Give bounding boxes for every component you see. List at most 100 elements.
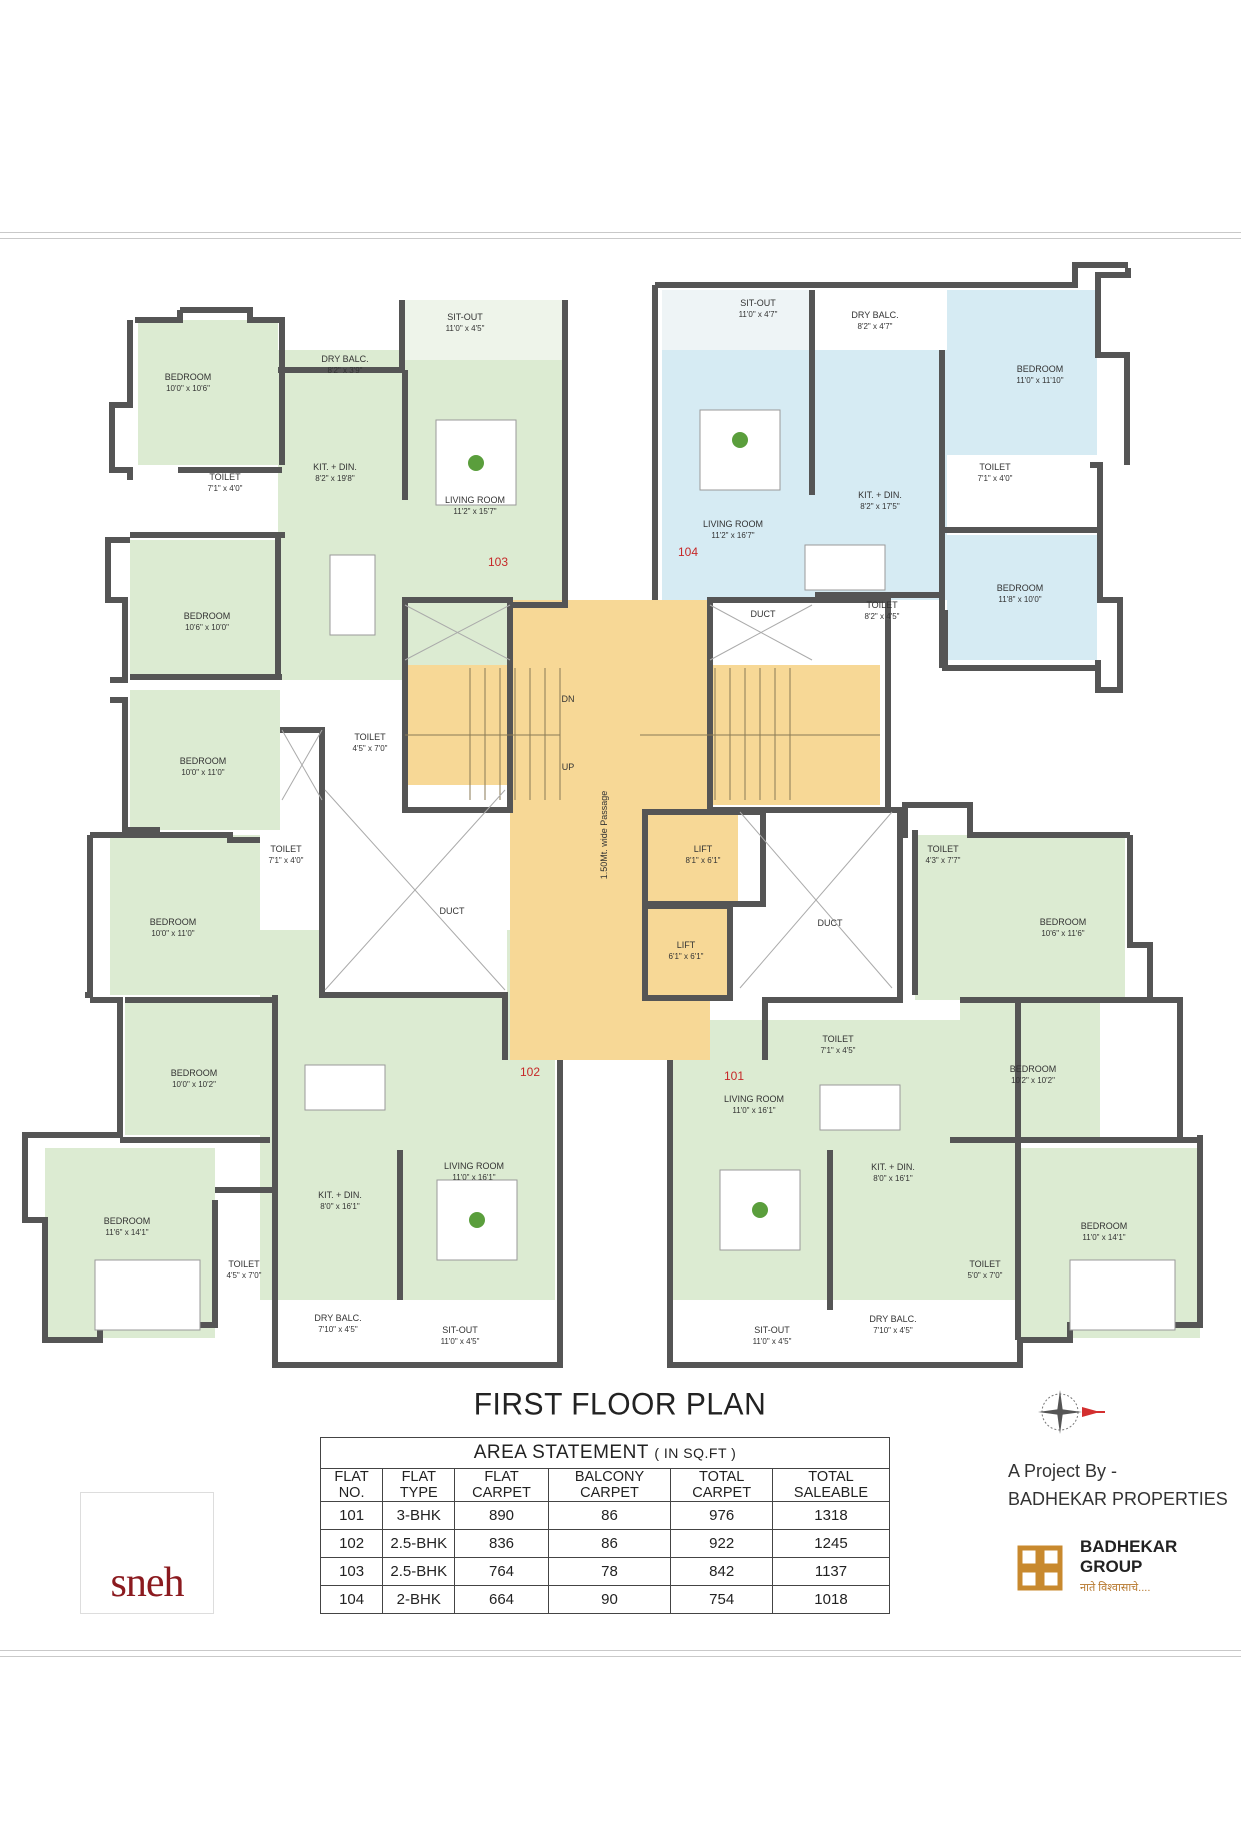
room-name-f102-sitout: SIT-OUT — [442, 1325, 478, 1335]
room-size-f103-sitout: 11'0" x 4'5" — [446, 324, 485, 333]
table-cell: 3-BHK — [382, 1501, 456, 1530]
table-cell: 103 — [319, 1557, 384, 1586]
room-size-f103-bed2: 10'6" x 10'0" — [185, 623, 229, 632]
table-cell: 1137 — [771, 1557, 891, 1586]
table-cell: 101 — [319, 1501, 384, 1530]
room-name-f102-toilet2: TOILET — [228, 1259, 260, 1269]
area-caption-text: AREA STATEMENT — [473, 1442, 649, 1463]
room-name-f104-bed2: BEDROOM — [997, 583, 1044, 593]
room-name-lift2: LIFT — [677, 940, 696, 950]
table-row: 102 2.5-BHK 836 86 922 1245 — [319, 1529, 891, 1558]
room-size-f101-kit: 8'0" x 16'1" — [873, 1174, 913, 1183]
room-name-f101-sitout: SIT-OUT — [754, 1325, 790, 1335]
room-size-f103-drybalc: 8'2" x 3'9" — [328, 366, 363, 375]
room-name-f103-sitout: SIT-OUT — [447, 312, 483, 322]
room-name-f101-toilet2: TOILET — [822, 1034, 854, 1044]
room-name-f103-drybalc: DRY BALC. — [321, 354, 368, 364]
bottom-border-line — [0, 1650, 1241, 1651]
room-size-f104-drybalc: 8'2" x 4'7" — [858, 322, 893, 331]
top-border-line-inner — [0, 238, 1241, 239]
room-size-f102-living: 11'0" x 16'1" — [452, 1173, 495, 1182]
col-header: FLAT CARPET — [454, 1468, 549, 1502]
room-size-f104-toilet1: 7'1" x 4'0" — [978, 474, 1013, 483]
badhekar-group-logo-icon — [1017, 1545, 1063, 1591]
table-cell: 1318 — [771, 1501, 891, 1530]
room-name-stair-up: UP — [562, 762, 575, 772]
room-name-f101-toilet1: TOILET — [927, 844, 959, 854]
room-size-f103-kit: 8'2" x 19'8" — [315, 474, 355, 483]
room-size-f101-bed3: 11'0" x 14'1" — [1082, 1233, 1125, 1242]
table-cell: 764 — [454, 1557, 549, 1586]
room-size-f101-toilet3: 5'0" x 7'0" — [968, 1271, 1003, 1280]
plants — [468, 432, 768, 1228]
room-name-f103-bed1: BEDROOM — [165, 372, 212, 382]
room-size-f104-bed1: 11'0" x 11'10" — [1016, 376, 1063, 385]
room-size-f101-drybalc: 7'10" x 4'5" — [873, 1326, 913, 1335]
room-name-lift1: LIFT — [694, 844, 713, 854]
room-size-f104-toilet2: 8'2" x 4'5" — [865, 612, 900, 621]
room-size-f101-living: 11'0" x 16'1" — [732, 1106, 775, 1115]
table-row: 103 2.5-BHK 764 78 842 1137 — [319, 1557, 891, 1586]
room-size-f101-bed1: 10'6" x 11'6" — [1041, 929, 1084, 938]
room-name-f103-toilet2: TOILET — [354, 732, 386, 742]
sneh-logo: sneh — [80, 1492, 214, 1614]
room-size-f104-kit: 8'2" x 17'5" — [860, 502, 900, 511]
table-cell: 2.5-BHK — [382, 1557, 456, 1586]
table-cell: 78 — [547, 1557, 672, 1586]
room-name-f103-toilet1: TOILET — [209, 472, 241, 482]
room-size-f102-bed3: 11'6" x 14'1" — [105, 1228, 148, 1237]
table-cell: 976 — [670, 1501, 773, 1530]
table-cell: 86 — [547, 1529, 672, 1558]
table-cell: 102 — [319, 1529, 384, 1558]
room-name-f101-bed1: BEDROOM — [1040, 917, 1087, 927]
room-size-f101-toilet1: 4'3" x 7'7" — [926, 856, 961, 865]
room-size-f102-drybalc: 7'10" x 4'5" — [318, 1325, 358, 1334]
table-cell: 86 — [547, 1501, 672, 1530]
group-tagline: नाते विश्वासाचे.... — [1080, 1582, 1151, 1594]
table-cell: 1245 — [771, 1529, 891, 1558]
room-name-f104-sitout: SIT-OUT — [740, 298, 776, 308]
walls — [22, 262, 1203, 1368]
col-header: TOTAL CARPET — [670, 1468, 773, 1502]
project-by-label: A Project By - — [1008, 1461, 1118, 1481]
table-cell: 664 — [454, 1585, 549, 1614]
developer-name: BADHEKAR PROPERTIES — [1008, 1489, 1228, 1509]
room-name-f101-bed3: BEDROOM — [1081, 1221, 1128, 1231]
badhekar-group-name: BADHEKAR GROUP — [1080, 1537, 1177, 1577]
col-header: TOTAL SALEABLE — [771, 1468, 891, 1502]
bottom-border-line-inner — [0, 1656, 1241, 1657]
room-size-f104-sitout: 11'0" x 4'7" — [739, 310, 778, 319]
room-name-f103-kit: KIT. + DIN. — [313, 462, 357, 472]
room-size-f102-bed2: 10'0" x 10'2" — [172, 1080, 216, 1089]
furniture — [94, 409, 1176, 1331]
room-labels: SIT-OUT 11'0" x 4'5" DRY BALC. 8'2" x 3'9" B… — [104, 298, 1128, 1346]
room-name-f103-bed2: BEDROOM — [184, 611, 231, 621]
area-caption-unit: ( IN SQ.FT ) — [654, 1445, 737, 1461]
room-name-f104-drybalc: DRY BALC. — [851, 310, 898, 320]
room-size-lift2: 6'1" x 6'1" — [669, 952, 704, 961]
col-header: FLAT NO. — [319, 1468, 384, 1502]
table-cell: 754 — [670, 1585, 773, 1614]
table-cell: 836 — [454, 1529, 549, 1558]
room-size-f101-sitout: 11'0" x 4'5" — [753, 1337, 792, 1346]
room-size-f103-bed1: 10'0" x 10'6" — [166, 384, 210, 393]
room-name-f101-living: LIVING ROOM — [724, 1094, 784, 1104]
room-name-f102-bed1: BEDROOM — [150, 917, 197, 927]
room-name-f102-kit: KIT. + DIN. — [318, 1190, 362, 1200]
sneh-logo-text: sneh — [110, 1560, 185, 1606]
passage-label: 1.50Mt. wide Passage — [599, 791, 609, 880]
table-row: 104 2-BHK 664 90 754 1018 — [319, 1585, 891, 1614]
table-cell: 890 — [454, 1501, 549, 1530]
room-name-stair-dn: DN — [562, 694, 575, 704]
table-cell: 842 — [670, 1557, 773, 1586]
room-name-duct-top: DUCT — [751, 609, 776, 619]
room-name-f104-bed1: BEDROOM — [1017, 364, 1064, 374]
flat-number-104: 104 — [678, 545, 698, 559]
room-size-f102-sitout: 11'0" x 4'5" — [441, 1337, 480, 1346]
stair-treads — [405, 668, 880, 800]
room-size-f103-bed3: 10'0" x 11'0" — [181, 768, 224, 777]
room-name-f101-kit: KIT. + DIN. — [871, 1162, 915, 1172]
room-name-f103-living: LIVING ROOM — [445, 495, 505, 505]
compass-icon — [1038, 1390, 1105, 1434]
